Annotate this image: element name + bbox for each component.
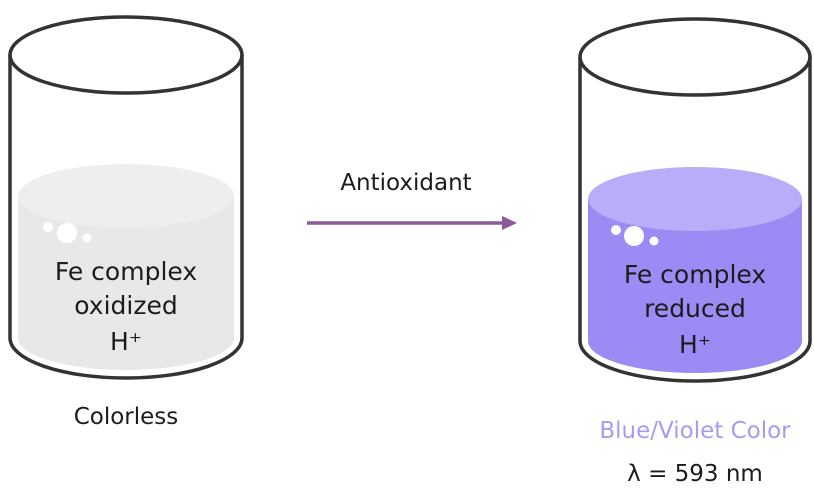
left-line-3: H⁺ [110, 327, 142, 356]
wavelength-label: λ = 593 nm [627, 461, 763, 487]
arrow-head [502, 216, 517, 230]
left-caption: Colorless [73, 404, 179, 430]
right-beaker-wall [578, 57, 812, 383]
right-beaker [578, 17, 812, 383]
right-beaker-rim [578, 17, 812, 97]
left-bubble-large [57, 223, 77, 243]
arrow-label: Antioxidant [340, 170, 472, 196]
right-line-1: Fe complex [623, 260, 767, 289]
left-beaker-wall [8, 55, 244, 380]
right-bubble-small [611, 225, 621, 235]
left-bubble-small [43, 222, 53, 232]
right-bubble-tiny [649, 236, 659, 246]
reaction-arrow [307, 216, 517, 230]
right-line-2: reduced [644, 294, 746, 323]
left-bubble-tiny [82, 233, 92, 243]
left-line-1: Fe complex [54, 257, 198, 286]
left-line-2: oxidized [74, 291, 178, 320]
left-beaker [8, 15, 244, 380]
left-liquid-surface [18, 164, 234, 228]
right-caption: Blue/Violet Color [599, 418, 791, 444]
right-bubble-large [624, 226, 644, 246]
left-beaker-rim [8, 15, 244, 95]
right-liquid-surface [588, 167, 802, 231]
right-line-3: H⁺ [679, 330, 711, 359]
